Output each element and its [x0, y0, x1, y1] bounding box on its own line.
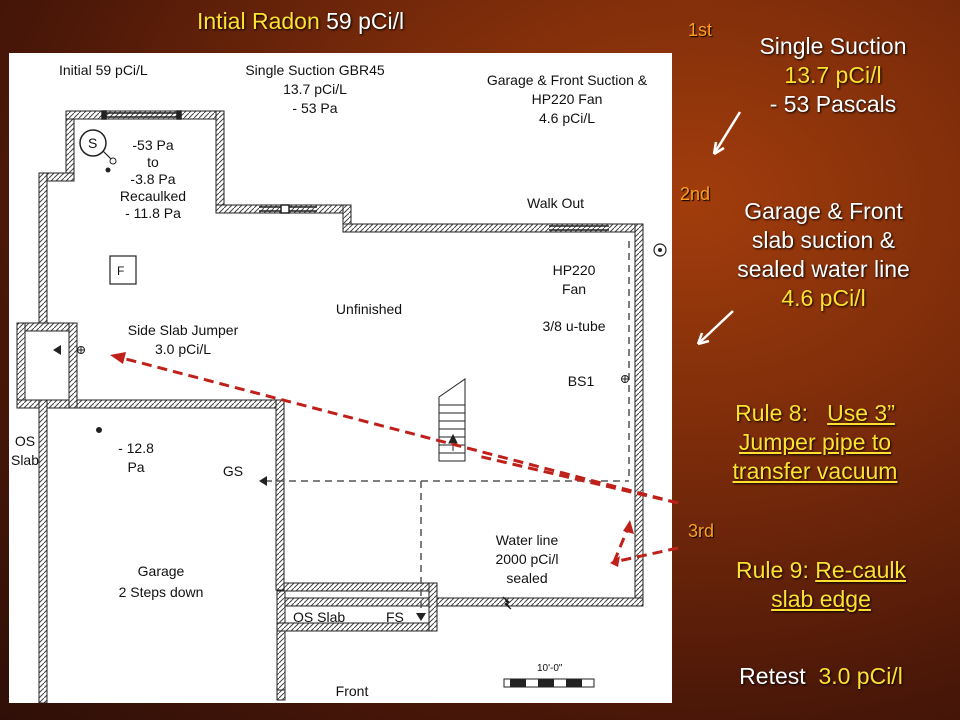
os-slab-left-1: OS — [15, 433, 35, 449]
retest-value: 3.0 pCi/l — [818, 663, 903, 689]
retest-note: Retest 3.0 pCi/l — [706, 662, 936, 691]
pressure-low-1: - 12.8 — [118, 440, 154, 456]
step-first: 1st — [688, 20, 713, 40]
single-suction-pressure: - 53 Pa — [292, 100, 337, 116]
bs1-label: BS1 — [568, 373, 595, 389]
fan-exhaust-symbol — [653, 243, 667, 257]
pressure-reading-1: -53 Pa — [132, 137, 173, 153]
fan-label-1: HP220 — [553, 262, 596, 278]
garage-steps: 2 Steps down — [119, 584, 204, 600]
step-third: 3rd — [688, 521, 715, 541]
slide-title: Intial Radon 59 pCi/l — [197, 8, 497, 35]
garage-front-note-2: slab suction & — [751, 227, 896, 253]
initial-label: Initial 59 pCi/L — [59, 62, 148, 78]
garage-front-note-value: 4.6 pCi/l — [781, 285, 866, 311]
rule9-prefix: Rule 9: — [735, 557, 809, 583]
floor-plan: S F — [9, 53, 672, 703]
os-slab-bottom: OS Slab — [293, 609, 345, 625]
water-line-3: sealed — [506, 570, 547, 586]
title-label: Intial Radon — [197, 8, 320, 34]
title-value: 59 pCi/l — [326, 8, 405, 34]
fan-label-2: Fan — [562, 281, 586, 297]
os-slab-left-2: Slab — [11, 452, 39, 468]
suction-point-symbol: S — [79, 129, 117, 173]
unfinished-label: Unfinished — [336, 301, 402, 317]
rule8-text3: transfer vacuum — [732, 458, 898, 484]
pressure-low-2: Pa — [127, 459, 144, 475]
pressure-reading-2: to — [147, 154, 159, 170]
scale-label: 10'-0" — [537, 663, 563, 674]
rule9-text2: slab edge — [771, 586, 871, 612]
rule9-note: Rule 9: Re-caulk slab edge — [706, 556, 936, 614]
single-suction-note-pressure: - 53 Pascals — [769, 91, 897, 117]
rule8-prefix: Rule 8: — [735, 400, 808, 426]
garage-front-note-1: Garage & Front — [744, 198, 903, 224]
pressure-reading-4: Recaulked — [120, 188, 186, 204]
scale-bar: 10'-0" — [503, 663, 595, 688]
gs-label: GS — [223, 463, 243, 479]
garage-front-fan: HP220 Fan — [532, 91, 603, 107]
furnace-label: F — [117, 264, 124, 278]
fs-label: FS — [386, 609, 404, 625]
stairs — [438, 378, 466, 462]
tube-label: 3/8 u-tube — [542, 318, 605, 334]
side-slab-label: Side Slab Jumper — [128, 322, 239, 338]
rule9-text1: Re-caulk — [815, 557, 907, 583]
furnace-symbol: F — [109, 255, 137, 285]
garage-front-note-3: sealed water line — [737, 256, 910, 282]
garage-front-value: 4.6 pCi/L — [539, 110, 595, 126]
garage-label: Garage — [138, 563, 185, 579]
side-slab-value: 3.0 pCi/L — [155, 341, 211, 357]
single-suction-label: Single Suction GBR45 — [245, 62, 385, 78]
crack-marker — [502, 596, 512, 610]
flow-arrowheads — [53, 345, 426, 621]
step-second: 2nd — [680, 184, 711, 204]
rule8-text2: Jumper pipe to — [738, 429, 892, 455]
pressure-reading-5: - 11.8 Pa — [125, 205, 181, 221]
windows — [101, 110, 609, 231]
garage-front-note: Garage & Front slab suction & sealed wat… — [706, 197, 941, 313]
water-line-1: Water line — [496, 532, 559, 548]
rule8-note: Rule 8: Use 3” Jumper pipe to transfer v… — [700, 399, 930, 486]
water-line-2: 2000 pCi/l — [495, 551, 558, 567]
single-suction-note-title: Single Suction — [759, 33, 907, 59]
floor-plan-drawing: S F — [11, 62, 667, 703]
retest-label: Retest — [739, 663, 806, 689]
front-label: Front — [336, 683, 369, 699]
single-suction-value: 13.7 pCi/L — [283, 81, 347, 97]
rule9-line1: Rule 9: Re-caulk — [706, 556, 936, 585]
rule8-line1: Rule 8: Use 3” — [700, 399, 930, 428]
single-suction-note: Single Suction 13.7 pCi/l - 53 Pascals — [723, 32, 943, 119]
rule8-text1: Use 3” — [827, 400, 895, 426]
suction-symbol-label: S — [88, 135, 97, 151]
garage-front-label: Garage & Front Suction & — [487, 72, 648, 88]
test-point-markers — [77, 346, 629, 433]
pressure-reading-3: -3.8 Pa — [130, 171, 175, 187]
walk-out-label: Walk Out — [527, 195, 584, 211]
single-suction-note-value: 13.7 pCi/l — [784, 62, 882, 88]
